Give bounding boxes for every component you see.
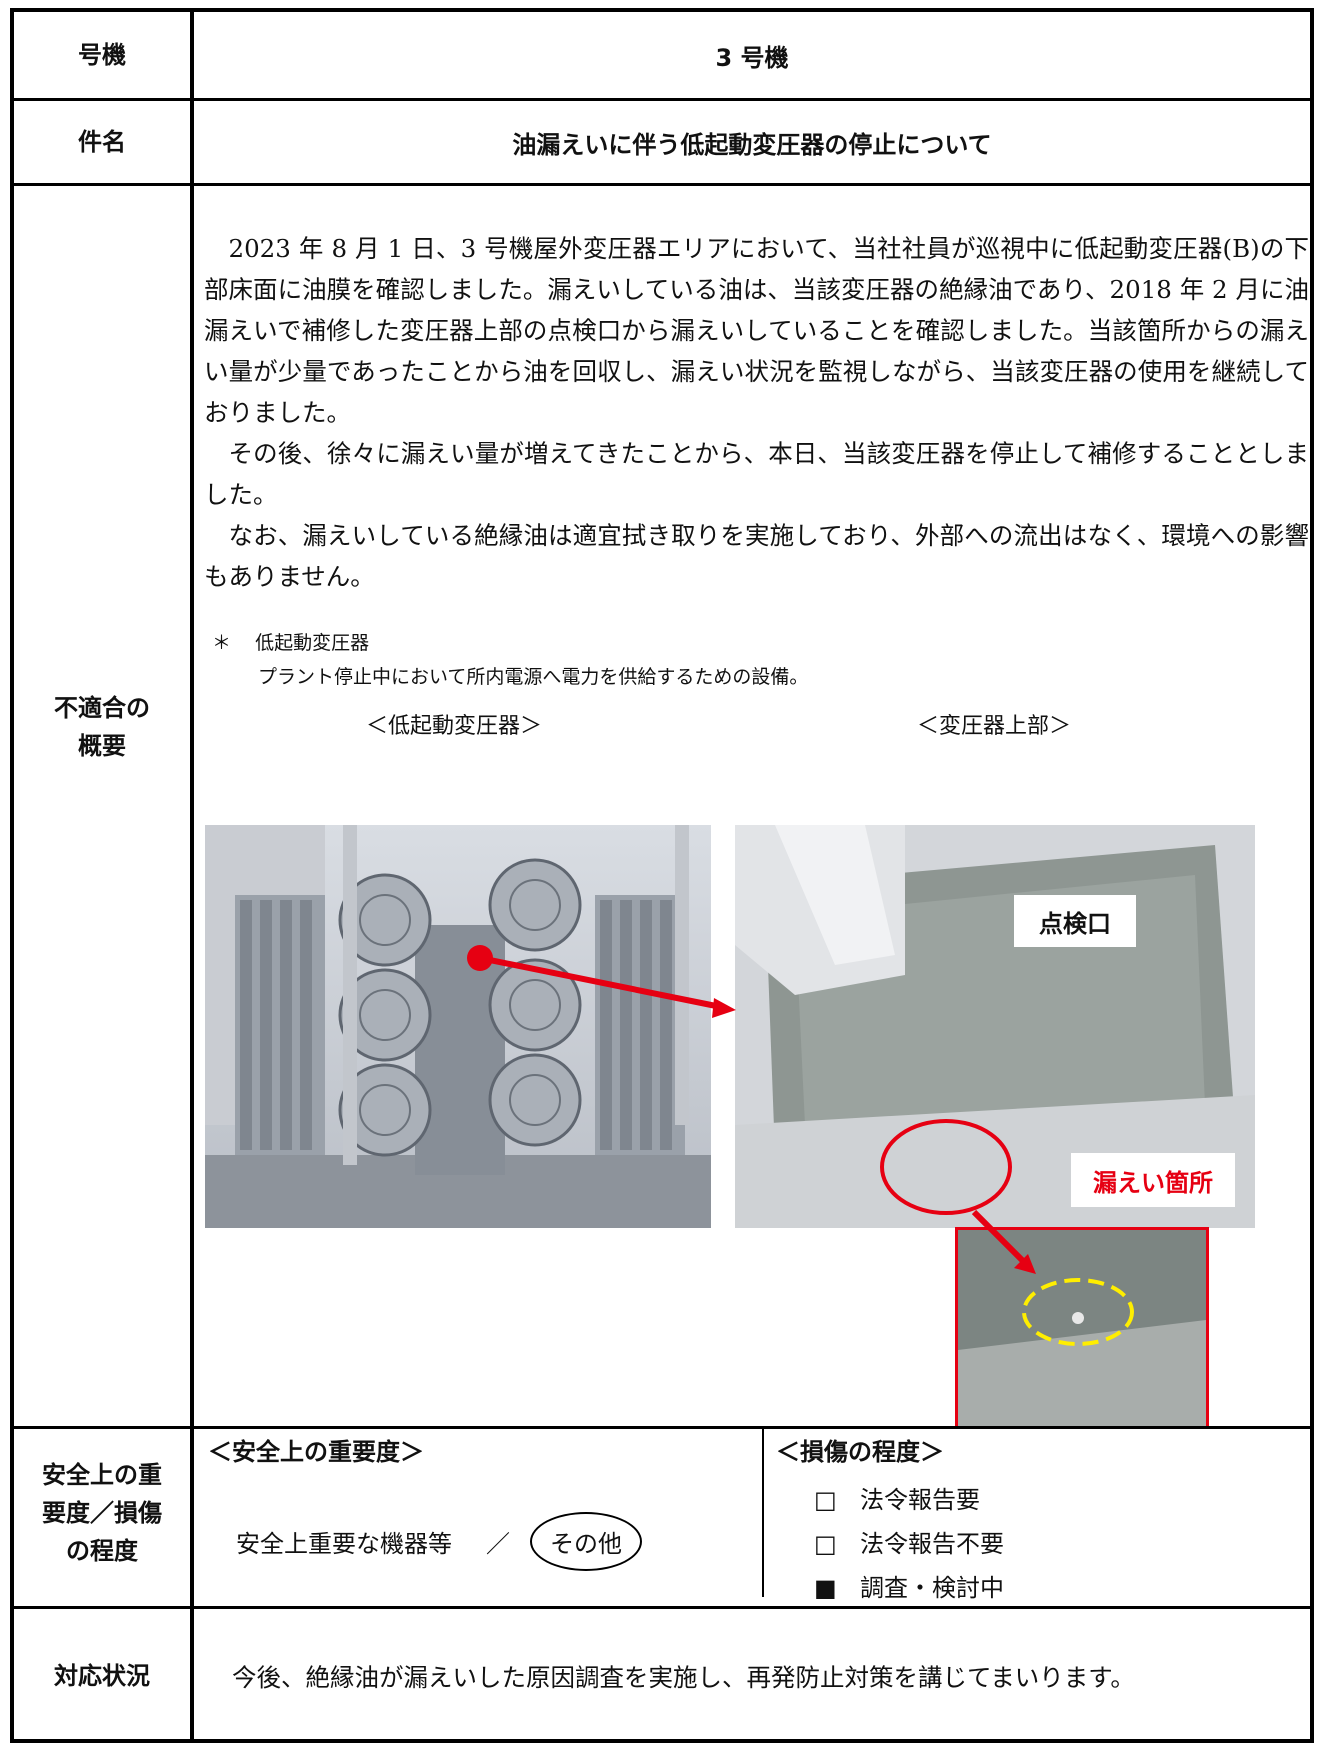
footnote-text: プラント停止中において所内電源へ電力を供給するための設備。	[258, 666, 809, 688]
summary-body: 2023 年 8 月 1 日、3 号機屋外変圧器エリアにおいて、当社社員が巡視中…	[204, 228, 1309, 597]
inspection-port-callout: 点検口	[1014, 895, 1136, 947]
row-divider	[14, 183, 1310, 186]
leak-location-callout: 漏えい箇所	[1071, 1153, 1235, 1207]
summary-label: 不適合の 概要	[14, 687, 190, 767]
checkbox-icon: □	[814, 1486, 837, 1514]
damage-option-label: 法令報告要	[860, 1486, 980, 1514]
unit-label: 号機	[78, 41, 126, 69]
transformer-photo	[205, 825, 711, 1228]
photo2-caption: ＜変圧器上部＞	[916, 714, 1071, 739]
severity-label: 安全上の重 要度／損傷 の程度	[14, 1429, 190, 1597]
summary-paragraph: その後、徐々に漏えい量が増えてきたことから、本日、当該変圧器を停止して補修するこ…	[204, 439, 1309, 509]
checkbox-icon: □	[814, 1530, 837, 1558]
summary-label-line1: 不適合の	[54, 694, 150, 722]
severity-label-line3: の程度	[66, 1537, 138, 1565]
column-divider	[190, 12, 194, 1739]
summary-paragraph: なお、漏えいしている絶縁油は適宜拭き取りを実施しており、外部への流出はなく、環境…	[204, 521, 1309, 591]
subject-value: 油漏えいに伴う低起動変圧器の停止について	[512, 130, 992, 159]
safety-option-other-circled: その他	[530, 1512, 642, 1571]
safety-heading: ＜安全上の重要度＞	[208, 1438, 424, 1466]
leak-circle	[880, 1119, 1012, 1215]
photo1-caption: ＜低起動変圧器＞	[365, 714, 542, 739]
severity-divider	[762, 1429, 764, 1597]
closeup-arrow-line	[971, 1209, 1029, 1267]
damage-option-label: 調査・検討中	[860, 1574, 1004, 1602]
damage-option: ■ 調査・検討中	[814, 1568, 1004, 1603]
response-label: 対応状況	[54, 1662, 150, 1690]
row-divider	[14, 98, 1310, 101]
report-table: 号機 3 号機 件名 油漏えいに伴う低起動変圧器の停止について 不適合の 概要 …	[10, 8, 1314, 1743]
pointer-arrowhead	[712, 998, 736, 1018]
row-divider	[14, 1606, 1310, 1609]
summary-paragraph: 2023 年 8 月 1 日、3 号機屋外変圧器エリアにおいて、当社社員が巡視中…	[204, 234, 1309, 427]
annotation-layer	[467, 945, 1036, 1274]
footnote-title: 低起動変圧器	[255, 632, 370, 654]
severity-label-line2: 要度／損傷	[42, 1499, 162, 1527]
row-divider	[14, 1426, 1310, 1429]
safety-options: 安全上重要な機器等 ／ その他	[236, 1512, 642, 1571]
leak-closeup-illustration	[958, 1230, 1206, 1426]
checkbox-filled-icon: ■	[814, 1574, 837, 1602]
footnote-mark: ＊	[212, 632, 232, 654]
damage-option-label: 法令報告不要	[860, 1530, 1004, 1558]
subject-label: 件名	[78, 128, 126, 156]
unit-value: 3 号機	[715, 43, 789, 72]
footnote: ＊ 低起動変圧器 プラント停止中において所内電源へ電力を供給するための設備。	[212, 626, 808, 694]
damage-heading: ＜損傷の程度＞	[776, 1438, 944, 1466]
summary-label-line2: 概要	[78, 732, 126, 760]
transformer-illustration	[205, 825, 711, 1228]
safety-option-important: 安全上重要な機器等	[236, 1530, 452, 1558]
response-value: 今後、絶縁油が漏えいした原因調査を実施し、再発防止対策を講じてまいります。	[232, 1662, 1135, 1692]
damage-option: □ 法令報告要	[814, 1480, 980, 1515]
safety-separator: ／	[486, 1530, 510, 1558]
severity-label-line1: 安全上の重	[42, 1461, 162, 1489]
leak-closeup-photo	[955, 1227, 1209, 1429]
closeup-arrowhead	[1014, 1254, 1036, 1274]
pointer-arrow-line	[479, 955, 727, 1011]
damage-option: □ 法令報告不要	[814, 1524, 1004, 1559]
